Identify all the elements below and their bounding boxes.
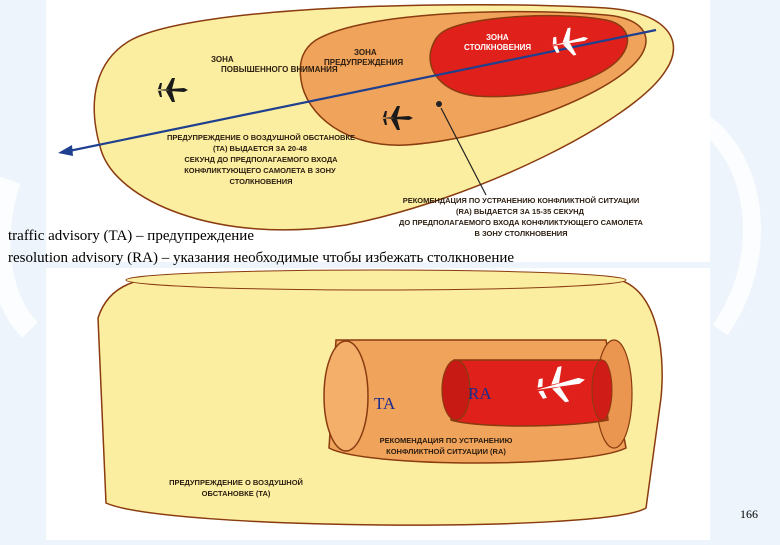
definition-ta: traffic advisory (TA) – предупреждение	[8, 228, 254, 244]
ra-pointer-line	[440, 107, 487, 196]
ra-pointer-dot	[436, 101, 442, 107]
ta-caption: ПРЕДУПРЕЖДЕНИЕ О ВОЗДУШНОЙ ОБСТАНОВКЕ(ТА…	[167, 133, 355, 186]
caution-cylinder-top	[125, 269, 627, 291]
ra-tag: RA	[468, 384, 492, 403]
collision-cylinder	[450, 359, 609, 427]
ra-caption: РЕКОМЕНДАЦИЯ ПО УСТРАНЕНИЮ КОНФЛИКТНОЙ С…	[399, 196, 644, 238]
page-number: 166	[740, 507, 758, 521]
aircraft-icon-white	[536, 366, 585, 403]
ta-tag: TA	[374, 394, 396, 413]
aircraft-icon	[156, 78, 188, 102]
collision-cylinder-end	[591, 359, 613, 421]
collision-cylinder-face	[441, 359, 471, 421]
warning-cylinder-face	[323, 340, 369, 452]
aircraft-icon	[381, 106, 413, 130]
aircraft-icon-white	[551, 27, 589, 56]
flight-path-arrowhead	[58, 145, 73, 156]
definition-ra: resolution advisory (RA) – указания необ…	[8, 250, 515, 266]
